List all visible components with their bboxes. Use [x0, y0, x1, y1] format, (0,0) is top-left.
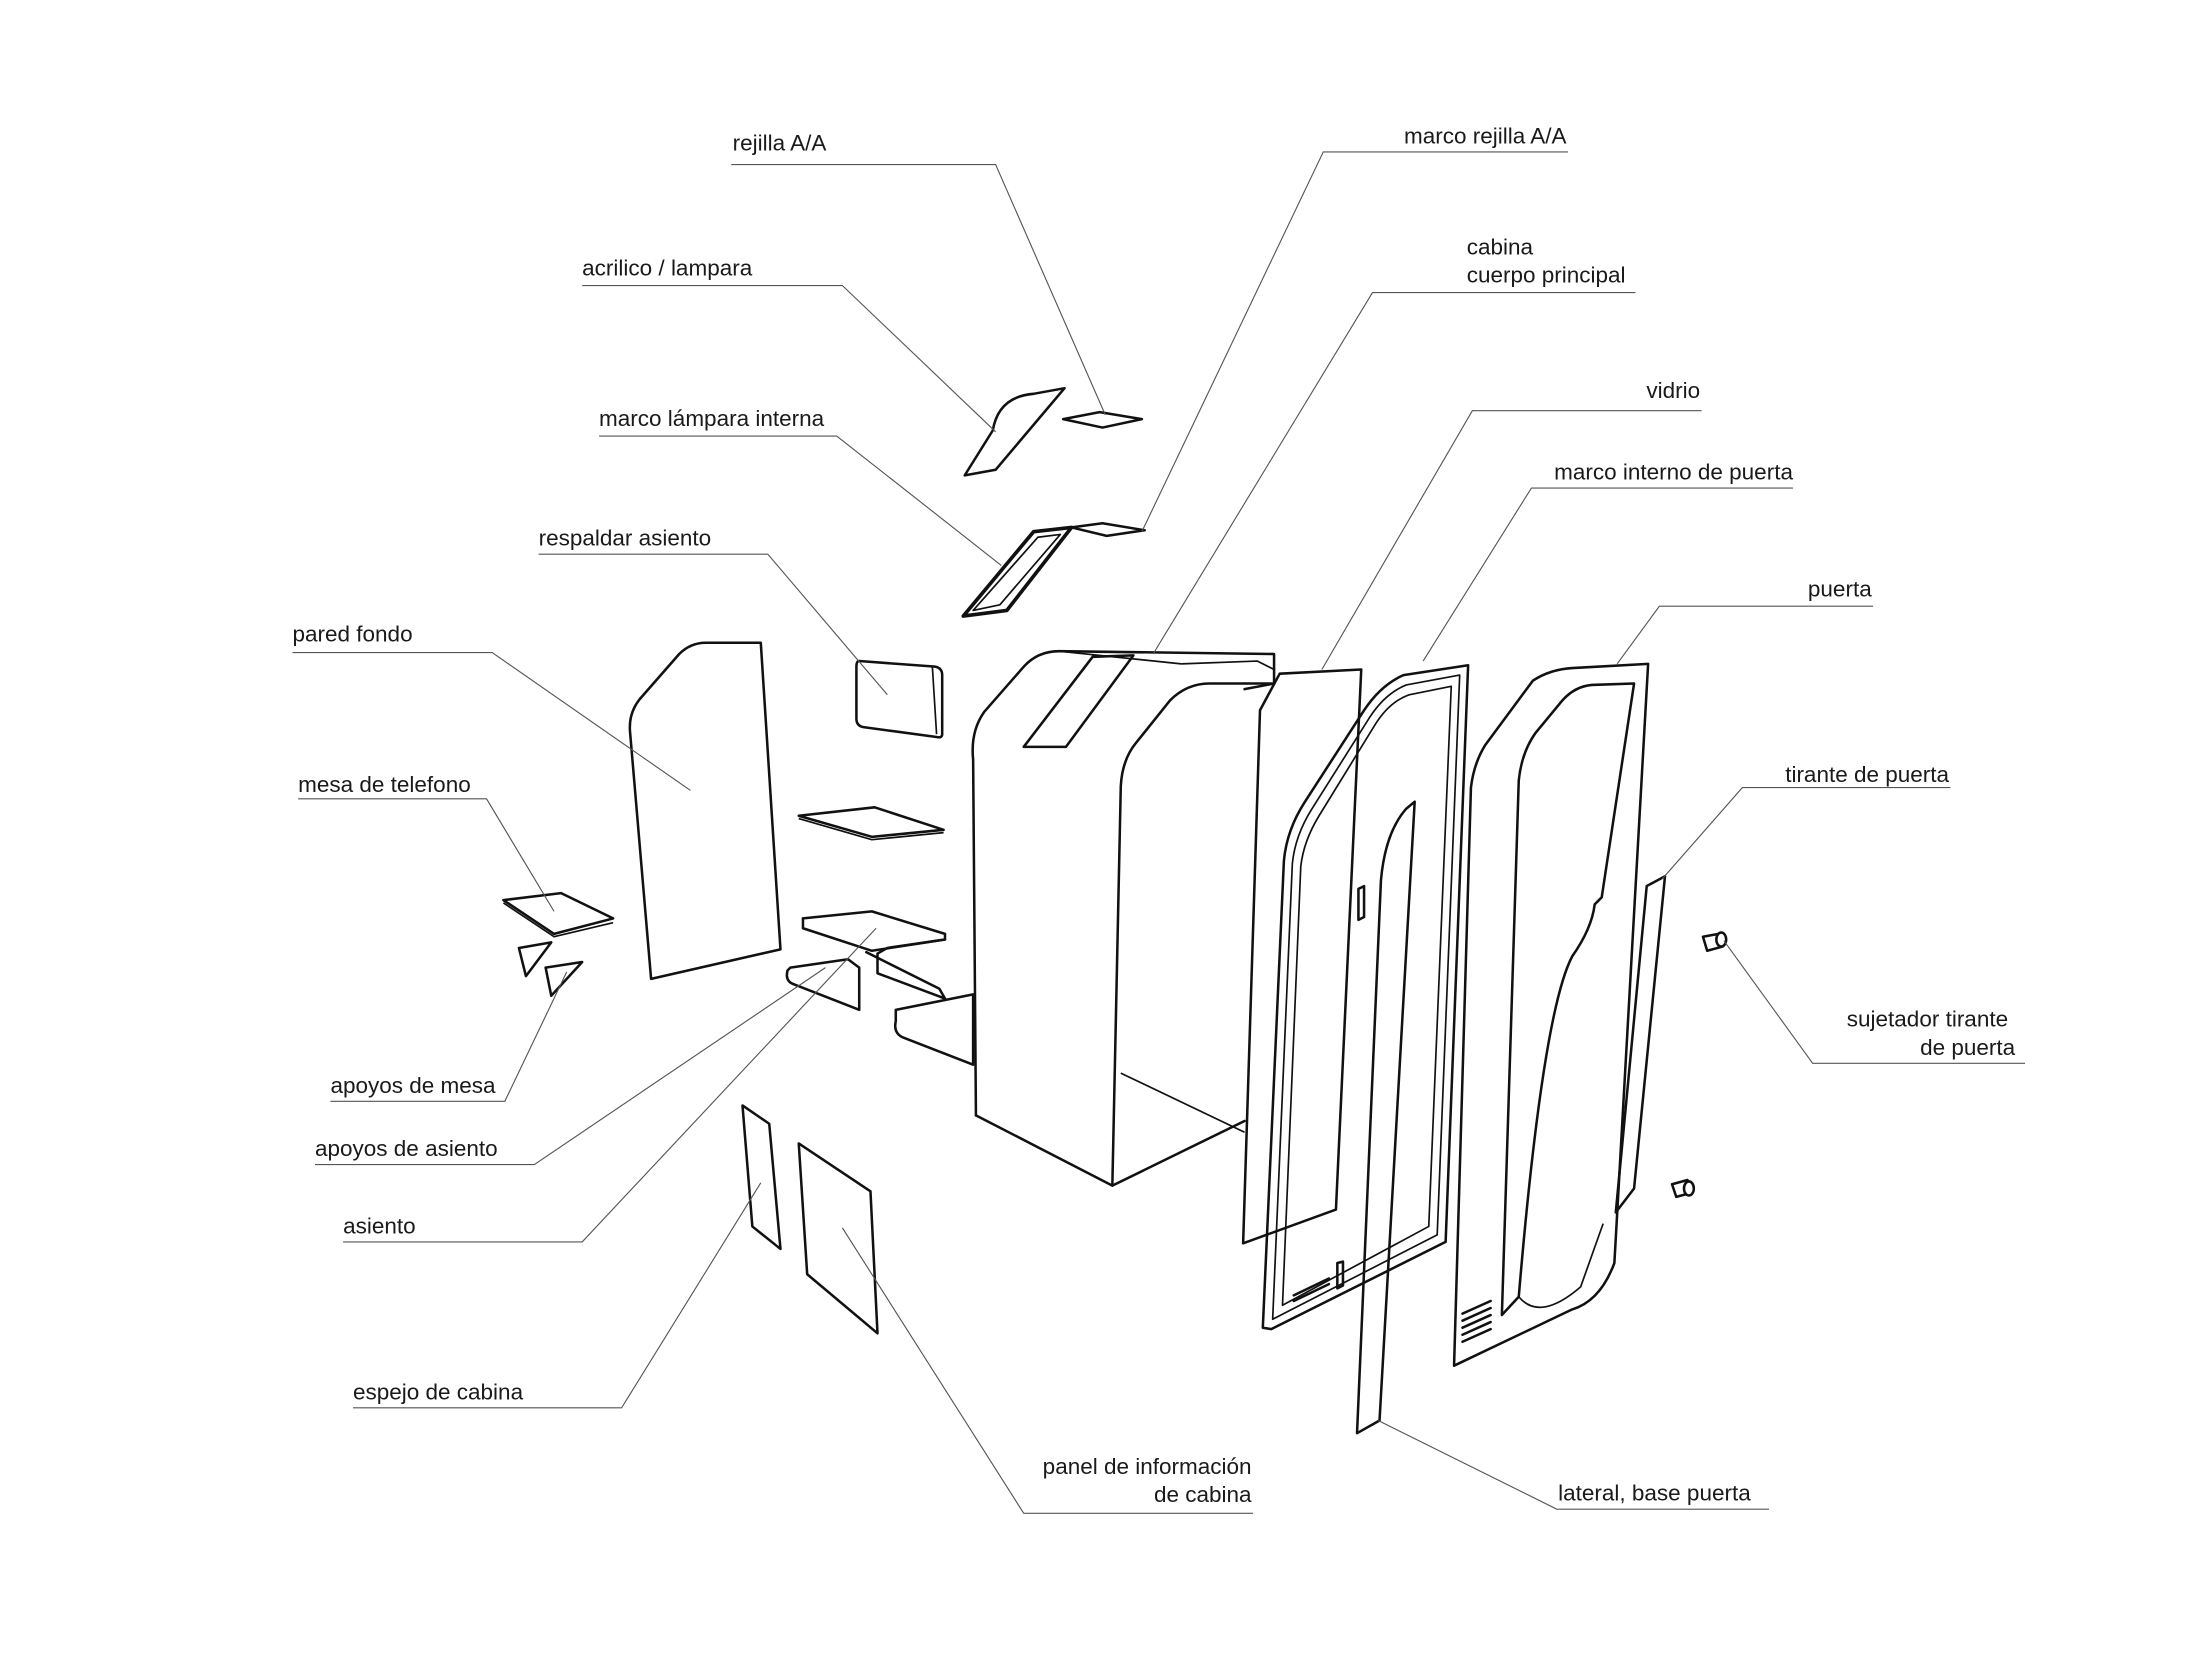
leader-lines — [292, 151, 2025, 1514]
part-sujetador-tirante-2 — [1670, 1178, 1696, 1199]
leader-respaldar-asiento — [538, 553, 888, 696]
leader-acrilico-lampara — [582, 284, 997, 433]
label-sujetador-tirante-line1: sujetador tirante — [1847, 1007, 2008, 1032]
leader-apoyos-mesa — [330, 971, 568, 1102]
leader-lateral-base-puerta — [1377, 1420, 1770, 1510]
label-cabina-cuerpo-line1: cabina — [1467, 235, 1534, 260]
label-sujetador-tirante-line2: de puerta — [1920, 1035, 2016, 1060]
label-respaldar-asiento: respaldar asiento — [539, 526, 712, 551]
part-mesa-telefono — [502, 891, 615, 938]
part-vidrio — [1241, 668, 1363, 1245]
part-marco-lampara-interna — [961, 521, 1146, 618]
part-acrilico-lampara — [963, 386, 1066, 477]
part-asiento — [801, 910, 947, 1000]
leader-pared-fondo — [292, 652, 691, 791]
leader-rejilla-aa — [731, 163, 1106, 416]
part-rejilla-aa — [1061, 410, 1144, 429]
parts — [502, 386, 1728, 1435]
leader-sujetador-tirante — [1723, 940, 2025, 1064]
label-acrilico-lampara: acrilico / lampara — [582, 256, 753, 281]
part-asiento-edge — [798, 817, 944, 841]
label-cabina-cuerpo-line2: cuerpo principal — [1467, 263, 1626, 288]
leader-cabina-cuerpo — [1152, 291, 1636, 655]
leader-panel-informacion — [841, 1227, 1253, 1514]
part-espejo-cabina — [741, 1104, 782, 1251]
vent-grille-icon — [1461, 1299, 1492, 1344]
label-apoyos-mesa: apoyos de mesa — [330, 1073, 496, 1098]
part-respaldar-asiento — [855, 659, 944, 739]
leader-espejo-cabina — [352, 1182, 762, 1409]
part-sujetador-tirante-1 — [1701, 931, 1728, 953]
label-tirante-puerta: tirante de puerta — [1785, 762, 1949, 787]
label-puerta: puerta — [1808, 576, 1872, 601]
part-panel-informacion — [797, 1142, 879, 1335]
part-cabina-cuerpo — [971, 649, 1276, 1187]
label-apoyos-asiento: apoyos de asiento — [315, 1136, 498, 1161]
label-panel-informacion-line1: panel de información — [1043, 1454, 1252, 1479]
label-pared-fondo: pared fondo — [293, 621, 413, 646]
label-marco-rejilla-aa: marco rejilla A/A — [1404, 123, 1567, 148]
leader-marco-interno-puerta — [1422, 487, 1793, 662]
leader-apoyos-asiento — [315, 967, 826, 1166]
label-espejo-cabina: espejo de cabina — [353, 1379, 524, 1404]
label-asiento: asiento — [343, 1213, 416, 1238]
leader-asiento — [343, 927, 877, 1243]
part-asiento-panel — [797, 806, 945, 839]
leader-marco-lampara-interna — [599, 435, 1002, 566]
label-mesa-telefono: mesa de telefono — [298, 772, 471, 797]
part-pared-fondo — [628, 641, 782, 981]
part-apoyos-mesa — [517, 941, 584, 998]
leader-tirante-puerta — [1661, 787, 1951, 880]
leader-vidrio — [1321, 410, 1702, 670]
leader-marco-rejilla-aa — [1141, 151, 1568, 532]
leader-puerta — [1616, 605, 1874, 665]
label-panel-informacion-line2: de cabina — [1154, 1482, 1252, 1507]
label-rejilla-aa: rejilla A/A — [733, 130, 827, 155]
part-apoyos-asiento — [785, 957, 975, 1066]
label-lateral-base-puerta: lateral, base puerta — [1558, 1481, 1751, 1506]
leader-mesa-telefono — [298, 798, 555, 912]
label-vidrio: vidrio — [1646, 378, 1700, 403]
part-tirante-puerta — [1614, 874, 1667, 1214]
part-puerta — [1452, 662, 1650, 1367]
labels: rejilla A/A marco rejilla A/A acrilico /… — [293, 123, 2016, 1507]
part-marco-interno-puerta — [1261, 663, 1470, 1331]
label-marco-interno-puerta: marco interno de puerta — [1554, 460, 1793, 485]
label-marco-lampara-interna: marco lámpara interna — [599, 406, 825, 431]
part-lateral-base-puerta — [1355, 800, 1416, 1435]
